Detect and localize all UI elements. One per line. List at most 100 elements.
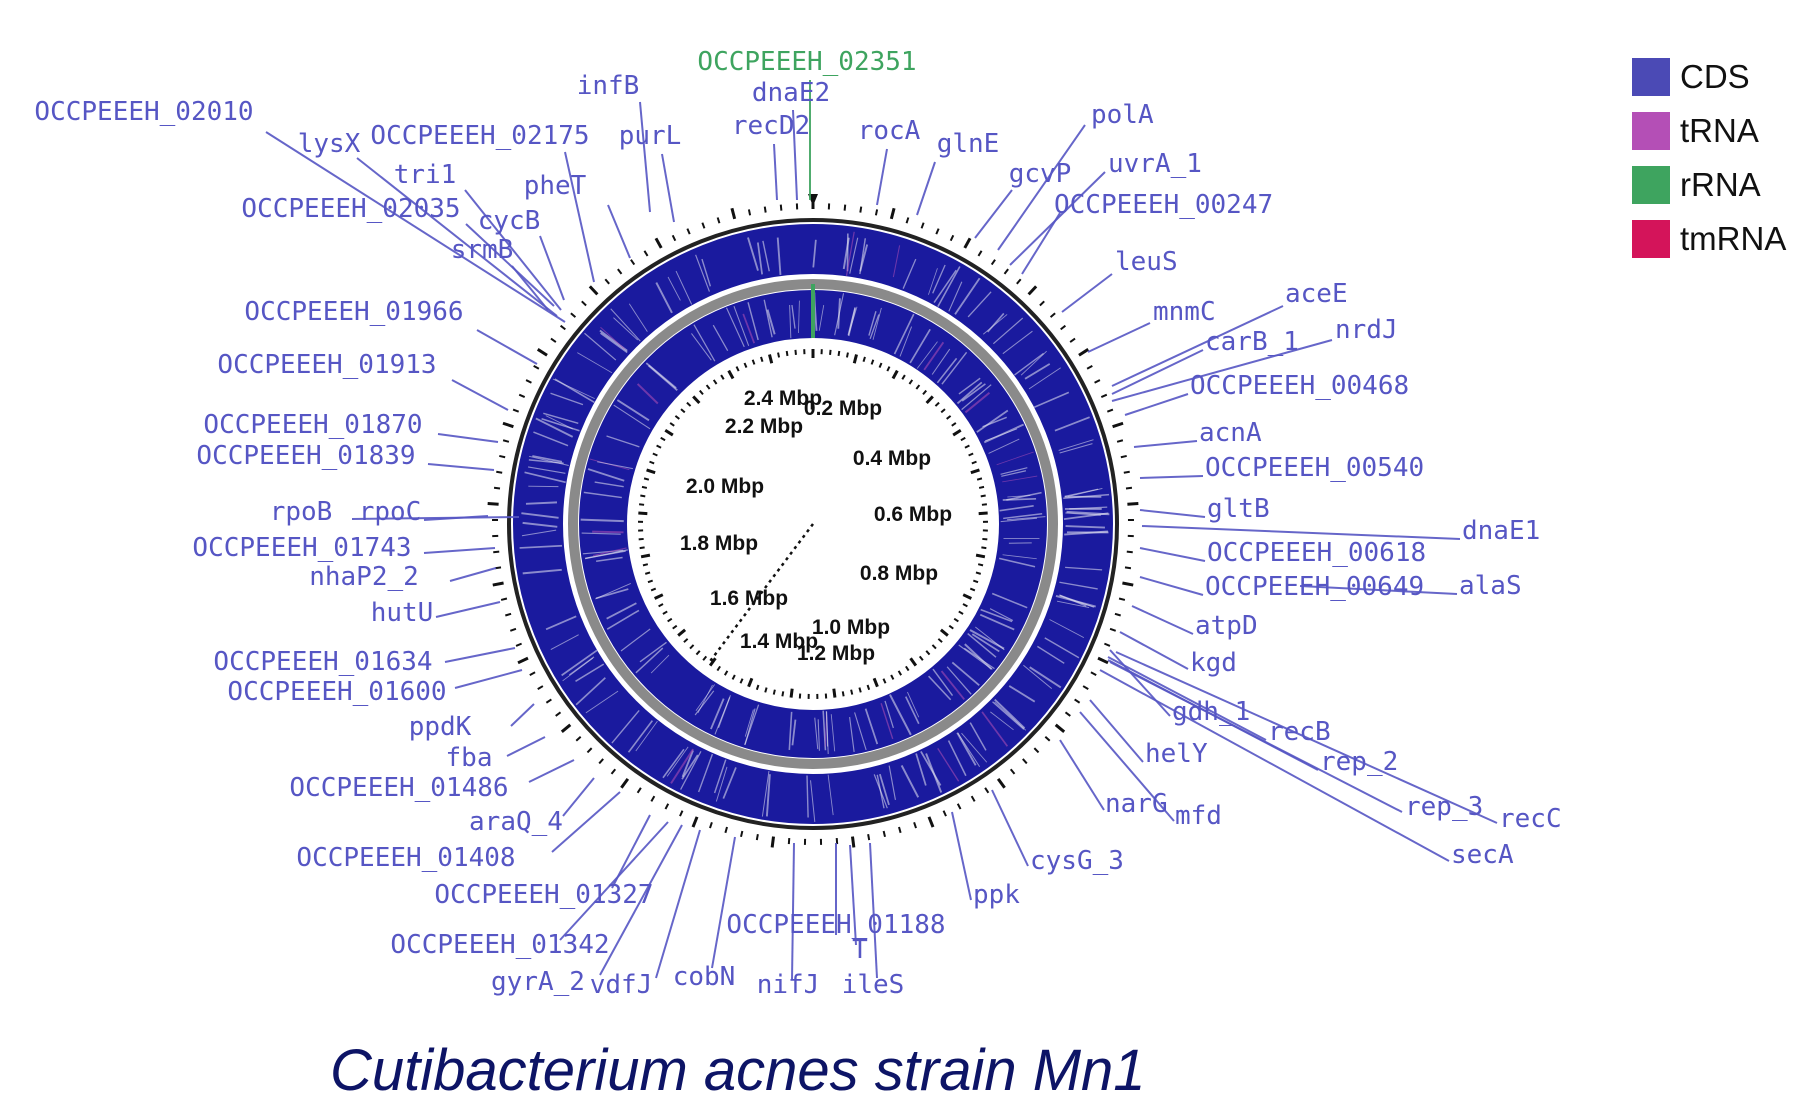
gene-feature-mark xyxy=(806,775,809,818)
gene-feature-mark xyxy=(915,753,927,786)
outer-tick xyxy=(588,285,599,296)
outer-tick xyxy=(518,393,526,398)
gene-label: mfd xyxy=(1175,801,1222,831)
gene-feature-mark xyxy=(889,694,912,736)
gene-feature-mark xyxy=(969,722,987,751)
gene-feature-mark xyxy=(982,416,1007,428)
gene-leader-line xyxy=(611,814,651,889)
gene-feature-mark xyxy=(954,277,981,315)
gene-feature-mark xyxy=(655,282,673,314)
legend-swatch xyxy=(1632,58,1670,96)
gene-feature-mark xyxy=(1023,664,1053,690)
gene-feature-mark xyxy=(747,302,759,341)
outer-tick xyxy=(740,830,744,838)
inner-tick xyxy=(975,553,986,559)
outer-tick xyxy=(679,810,684,817)
gene-feature-mark xyxy=(967,291,992,318)
gene-feature-mark xyxy=(587,468,625,482)
scale-label: 2.0 Mbp xyxy=(686,475,764,498)
gene-feature-mark xyxy=(946,666,972,695)
outer-tick xyxy=(770,836,776,848)
gene-leader-line xyxy=(356,157,558,317)
outer-tick xyxy=(654,237,663,249)
outer-tick xyxy=(920,222,925,229)
gene-feature-mark xyxy=(1044,637,1080,659)
gene-feature-mark xyxy=(909,328,931,364)
gene-leader-line xyxy=(454,669,523,689)
inner-tick xyxy=(852,354,858,364)
gene-label: OCCPEEEH_00468 xyxy=(1190,371,1409,401)
inner-tick xyxy=(640,553,651,559)
gene-feature-mark xyxy=(766,309,776,335)
inner-tick xyxy=(958,610,964,615)
inner-tick xyxy=(794,349,797,355)
outer-tick xyxy=(1127,502,1139,506)
inner-tick xyxy=(735,366,740,372)
gene-label: polA xyxy=(1091,100,1154,130)
gene-label: hutU xyxy=(371,598,434,628)
gene-feature-mark xyxy=(791,305,796,329)
gene-label: fba xyxy=(446,743,493,773)
legend-swatch xyxy=(1632,220,1670,258)
gene-feature-mark xyxy=(869,314,880,340)
outer-tick xyxy=(1009,768,1016,775)
gene-leader-line xyxy=(1059,739,1105,811)
legend-swatch xyxy=(1632,112,1670,150)
outer-tick xyxy=(970,795,976,802)
gene-leader-line xyxy=(437,433,499,443)
gene-leader-line xyxy=(423,547,496,554)
legend-swatch xyxy=(1632,166,1670,204)
gene-feature-mark xyxy=(681,750,694,778)
gene-feature-mark xyxy=(527,466,566,474)
gene-feature-mark xyxy=(1059,594,1095,608)
gene-feature-mark xyxy=(940,670,965,701)
legend-label: tRNA xyxy=(1680,112,1759,149)
gene-leader-line xyxy=(974,189,1013,239)
gene-feature-mark xyxy=(837,298,841,329)
inner-tick xyxy=(689,644,695,650)
gene-label: rep_3 xyxy=(1405,792,1483,822)
gene-feature-mark xyxy=(845,231,855,276)
outer-tick xyxy=(898,826,902,834)
inner-tick xyxy=(975,571,982,575)
gene-feature-mark xyxy=(1054,416,1090,432)
outer-tick xyxy=(610,768,617,775)
gene-feature-mark xyxy=(932,264,946,294)
gene-feature-mark xyxy=(933,269,957,303)
gene-label: OCCPEEEH_00540 xyxy=(1205,453,1424,483)
gene-feature-mark xyxy=(639,641,667,663)
gene-feature-mark xyxy=(581,532,621,535)
scale-label: 0.2 Mbp xyxy=(804,397,882,420)
gene-label: OCCPEEEH_01634 xyxy=(213,647,432,677)
gene-feature-mark xyxy=(923,341,945,371)
inner-tick xyxy=(890,674,895,680)
inner-tick xyxy=(845,352,849,358)
gene-label: recB xyxy=(1268,717,1331,747)
inner-tick xyxy=(937,638,943,643)
gene-feature-mark xyxy=(710,698,725,730)
inner-tick xyxy=(908,379,914,385)
gene-feature-mark xyxy=(582,549,624,555)
gene-feature-mark xyxy=(1002,330,1033,355)
scale-label: 0.8 Mbp xyxy=(860,562,938,585)
outer-tick xyxy=(500,597,508,601)
gene-feature-mark xyxy=(1049,619,1085,638)
outer-tick xyxy=(701,222,706,229)
inner-tick xyxy=(891,369,899,380)
gene-label: acnA xyxy=(1199,418,1262,448)
gene-feature-mark xyxy=(994,698,1026,729)
legend-label: rRNA xyxy=(1680,166,1761,203)
gene-feature-mark xyxy=(717,697,731,728)
scale-label: 0.6 Mbp xyxy=(874,503,952,526)
inner-tick xyxy=(925,395,934,405)
outer-tick xyxy=(691,816,699,828)
gene-leader-line xyxy=(1119,631,1189,670)
outer-tick xyxy=(545,698,552,704)
gene-feature-mark xyxy=(961,383,986,402)
gene-texture xyxy=(519,231,1110,823)
gene-feature-mark xyxy=(636,383,659,405)
gene-leader-line xyxy=(1133,440,1198,448)
